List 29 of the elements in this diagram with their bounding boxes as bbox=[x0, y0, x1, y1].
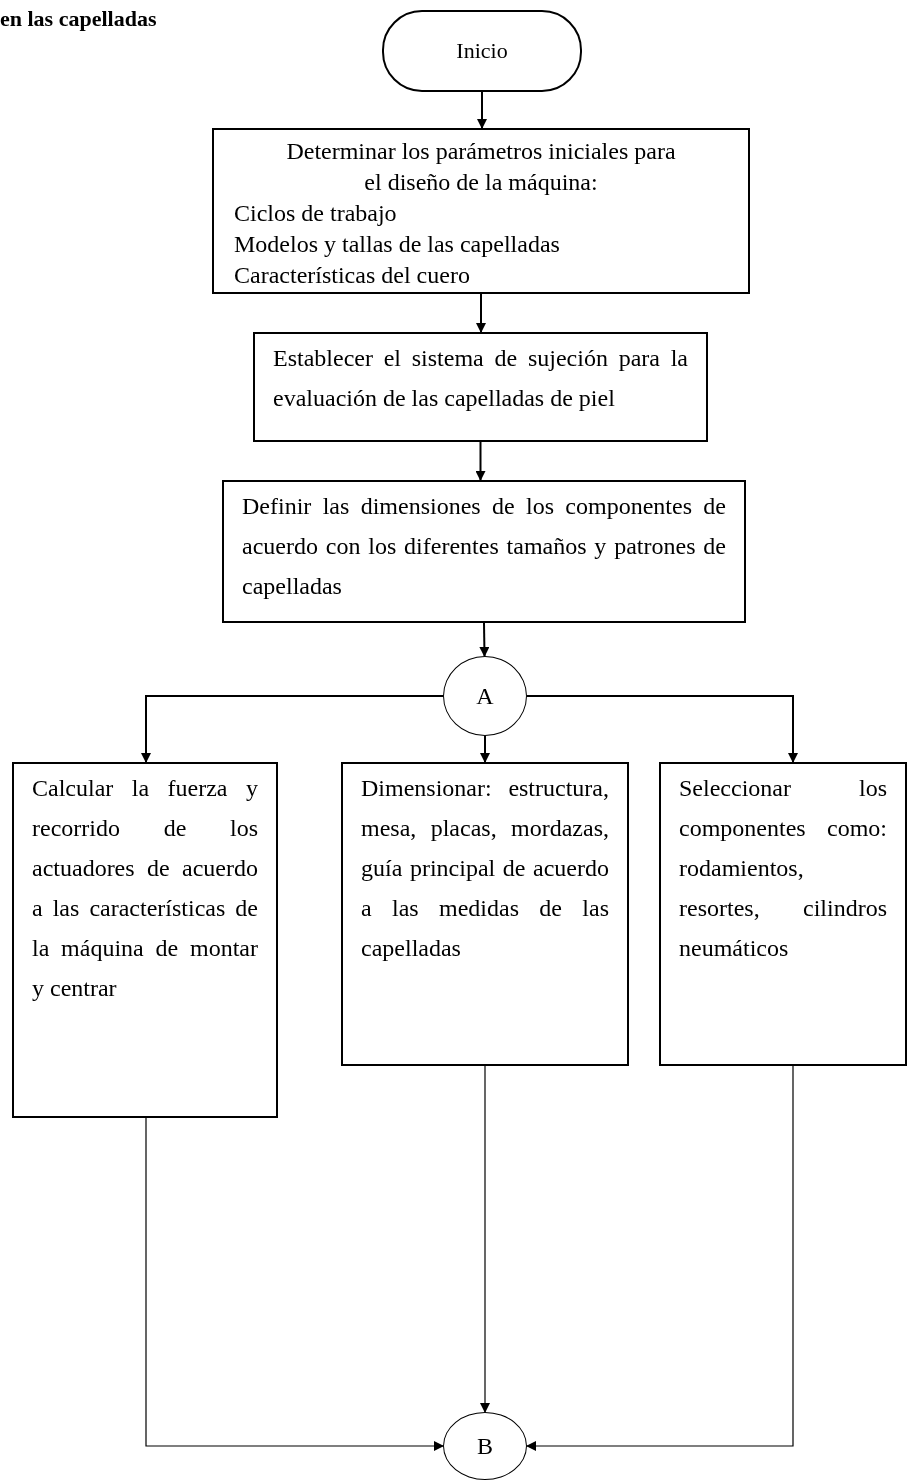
node-text: Definir las dimensiones de los componentes de acuerdo con los diferentes tamaños y patrones de capelladas bbox=[242, 492, 726, 601]
title: en las capelladas bbox=[0, 6, 157, 32]
node-text: A bbox=[476, 682, 494, 711]
process-box bbox=[212, 128, 750, 294]
node-text: Dimensionar: estructura, mesa, placas, mordazas, guía principal de acuerdo a las medidas de las capelladas bbox=[361, 774, 609, 963]
process-box bbox=[341, 762, 629, 1066]
arrow bbox=[141, 695, 444, 763]
arrow bbox=[476, 293, 486, 333]
arrow bbox=[480, 1065, 490, 1413]
process-box bbox=[253, 332, 708, 442]
arrow bbox=[526, 1065, 794, 1451]
node-text: Inicio bbox=[456, 37, 508, 65]
node-text: Modelos y tallas de las capelladas bbox=[234, 230, 561, 259]
arrow bbox=[480, 735, 490, 763]
node-text: B bbox=[477, 1432, 493, 1461]
arrow bbox=[145, 1117, 444, 1451]
node-text: Seleccionar los componentes como: rodamientos, resortes, cilindros neumáticos bbox=[679, 774, 887, 963]
process-box bbox=[659, 762, 907, 1066]
node-text: Características del cuero bbox=[234, 261, 471, 290]
arrow bbox=[526, 695, 798, 763]
node-text: Establecer el sistema de sujeción para la evaluación de las capelladas de piel bbox=[273, 344, 688, 413]
node-text: Ciclos de trabajo bbox=[234, 199, 398, 228]
arrow bbox=[475, 441, 486, 481]
arrow bbox=[477, 91, 487, 129]
process-box bbox=[12, 762, 278, 1118]
arrow bbox=[479, 622, 490, 657]
node-text: Determinar los parámetros iniciales para el diseño de la máquina: bbox=[285, 137, 677, 197]
node-text: Calcular la fuerza y recorrido de los actuadores de acuerdo a las características de la máquina de montar y centrar bbox=[32, 774, 258, 1003]
process-box bbox=[222, 480, 746, 623]
